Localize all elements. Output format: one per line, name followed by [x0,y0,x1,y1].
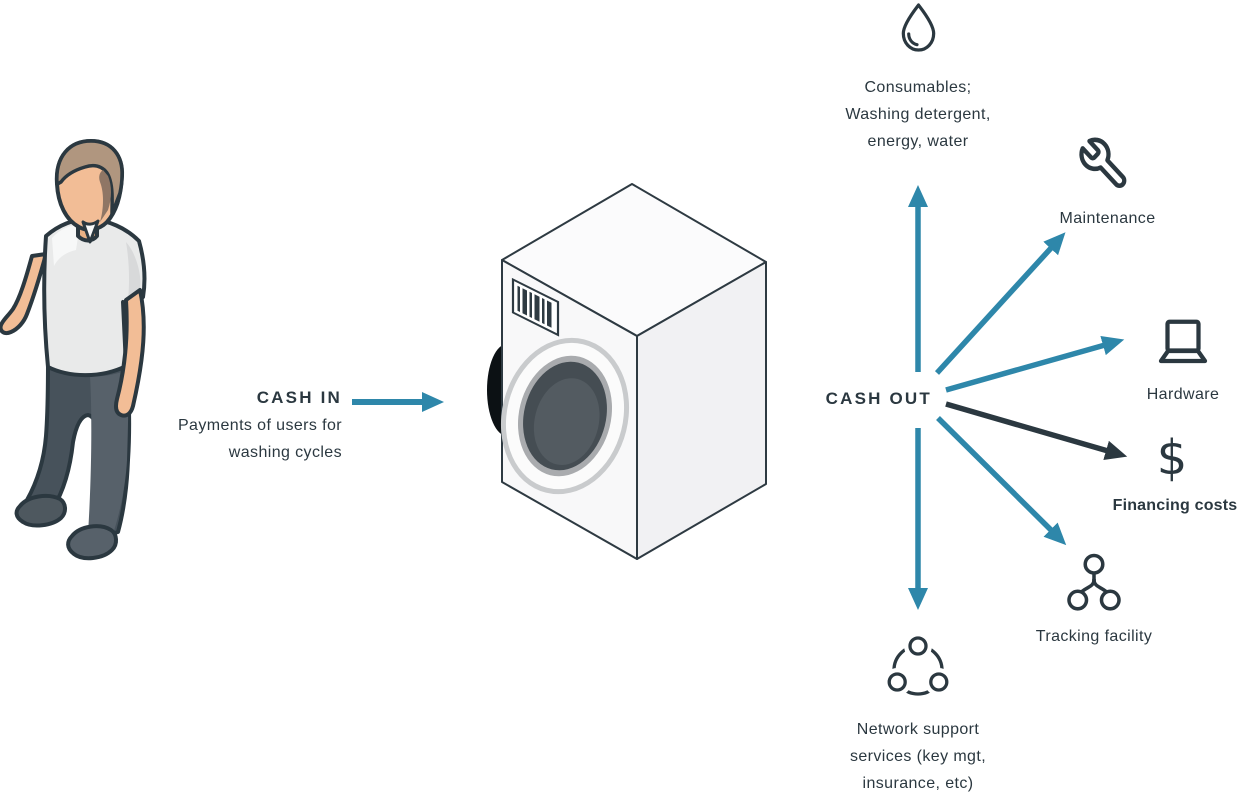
dollar-symbol: $ [1156,430,1188,486]
maintenance-label: Maintenance [1059,210,1156,227]
circular-network-icon [886,634,950,696]
arrow-hardware [945,335,1125,393]
washing-machine-illustration [487,183,767,560]
wrench-icon [1079,137,1127,189]
cash-out-label: CASH OUT [825,389,932,408]
hardware-label: Hardware [1146,386,1220,403]
arrow-maintenance [934,232,1066,375]
network-support-label: Network support services (key mgt, insur… [849,721,987,792]
water-drop-icon [901,3,936,52]
arrow-tracking [936,416,1067,546]
cash-in-block: CASH IN Payments of users for washing cy… [118,388,342,466]
laptop-icon [1158,319,1208,364]
cash-in-description-line1: Payments of users for [177,417,342,434]
cash-out-block: CASH OUT [758,389,932,409]
consumables-label: Consumables; Washing detergent, energy, … [845,79,991,150]
cash-in-label: CASH IN [256,388,342,407]
financing-costs-label: Financing costs [1112,497,1238,514]
barcode [511,277,560,337]
cash-in-description-line2: washing cycles [228,443,342,461]
tracking-facility-label: Tracking facility [1035,628,1153,645]
washing-machine-door [500,337,630,495]
person-illustration [0,139,147,561]
arrow-financing [945,401,1128,461]
network-nodes-icon [1067,553,1121,611]
